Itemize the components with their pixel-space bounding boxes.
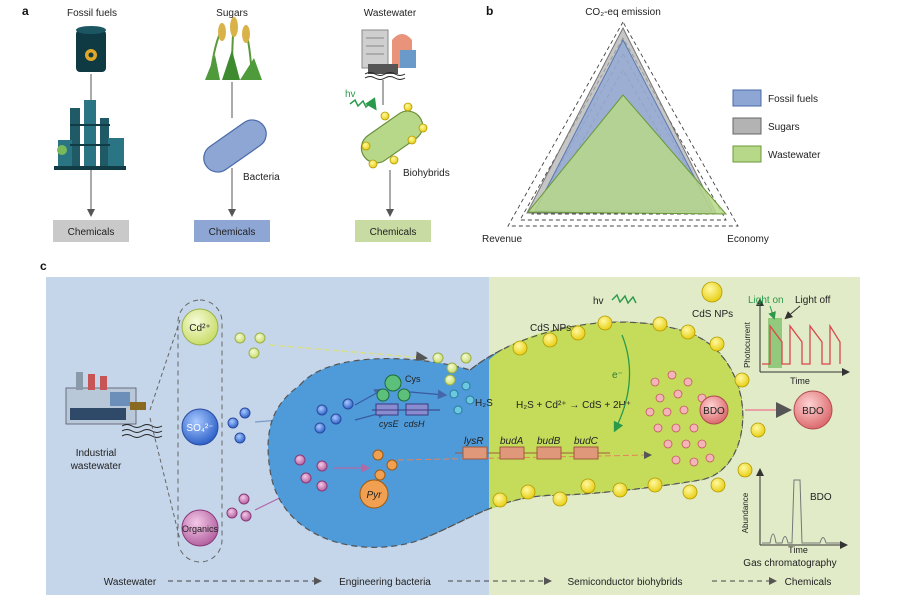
so4-ion: [181, 408, 219, 446]
gene-label-budb: budB: [537, 436, 561, 447]
so4-ion-label: SO₄²⁻: [186, 423, 213, 434]
legend-swatch-sugars: [732, 117, 762, 135]
biohybrid-icon: [360, 102, 428, 169]
flow-step-2: Engineering bacteria: [339, 577, 431, 588]
chromatography-title: Gas chromatography: [743, 558, 836, 569]
product-label-fossil: Chemicals: [68, 227, 115, 238]
legend-swatch-fossil: [732, 89, 762, 107]
factory-icon: [361, 29, 416, 80]
cd-flow-arrow: [269, 344, 428, 364]
gene-box-lysr: [462, 446, 488, 460]
light-wave-icon-c: [611, 293, 637, 305]
light-off-label: Light off: [795, 295, 831, 306]
legend-label-fossil: Fossil fuels: [768, 94, 818, 105]
cys-label: Cys: [405, 374, 421, 384]
electron-arrow: [613, 334, 631, 433]
photocurrent-xlabel: Time: [790, 376, 810, 386]
gene-box-buda: [499, 446, 525, 460]
axis-left-label: Revenue: [482, 234, 522, 245]
bdo-inside: [699, 395, 729, 425]
cds-nanoparticles: [492, 281, 766, 508]
industrial-label-2: wastewater: [70, 461, 122, 472]
photocurrent-ylabel: Photocurrent: [743, 321, 752, 368]
legend-label-sugars: Sugars: [768, 122, 800, 133]
panel-c: c Industrial wastewater Cd²⁺ SO₄²⁻ Organ…: [40, 259, 860, 595]
product-label-wastewater: Chemicals: [370, 227, 417, 238]
flow-step-4: Chemicals: [785, 577, 832, 588]
cd-ion: [181, 308, 219, 346]
flow-step-3: Semiconductor biohybrids: [567, 577, 682, 588]
product-box-sugars: [194, 220, 270, 242]
legend-swatch-wastewater: [732, 145, 762, 163]
ion-group-outline: [177, 299, 223, 563]
industrial-label-1: Industrial: [76, 448, 117, 459]
product-box-wastewater: [355, 220, 431, 242]
bdo-outside-label: BDO: [802, 406, 824, 417]
gene-box-budc: [573, 446, 599, 460]
mid-label-biohybrids: Biohybrids: [403, 168, 450, 179]
cds-label-1: CdS NPs: [530, 323, 571, 334]
chromatogram-trace: [762, 479, 840, 544]
axis-right-label: Economy: [727, 234, 769, 245]
axis-top-label: CO₂-eq emission: [585, 7, 661, 18]
reaction-label: H₂S + Cd²⁺ → CdS + 2H⁺: [516, 400, 631, 411]
source-label-fossil: Fossil fuels: [67, 8, 117, 19]
cd-internal: [432, 352, 472, 386]
light-on-label: Light on: [748, 295, 784, 306]
hv-label-a: hv: [345, 89, 356, 100]
h2s-label: H₂S: [475, 398, 493, 409]
organic-molecules: [226, 493, 252, 522]
chromatography-inset: Abundance Time BDO Gas chromatography: [741, 468, 848, 569]
photocurrent-inset: Photocurrent Time Light on Light off: [743, 295, 850, 386]
gene-label-cyse: cysE: [379, 419, 400, 429]
h2s-molecules: [449, 381, 475, 415]
mid-label-bacteria: Bacteria: [243, 172, 280, 183]
legend-label-wastewater: Wastewater: [768, 150, 821, 161]
so4-internal: [314, 398, 354, 434]
crop-plant-icon: [205, 17, 262, 80]
organics-ion-label: Organics: [182, 524, 219, 534]
product-label-sugars: Chemicals: [209, 227, 256, 238]
hv-label-c: hv: [593, 296, 604, 307]
product-box-fossil: [53, 220, 129, 242]
gene-label-lysr: lysR: [464, 436, 483, 447]
gene-box-budb: [536, 446, 562, 460]
photocurrent-trace: [762, 323, 841, 365]
bdo-inside-label: BDO: [703, 406, 725, 417]
cds-label-2: CdS NPs: [692, 309, 733, 320]
cd-molecules: [234, 332, 266, 359]
industrial-factory-icon: [65, 372, 163, 438]
bacteria-icon: [203, 119, 267, 173]
source-label-sugars: Sugars: [216, 8, 248, 19]
panel-b-letter: b: [486, 4, 493, 18]
chromatography-ylabel: Abundance: [741, 492, 750, 533]
gene-label-budc: budC: [574, 436, 599, 447]
so4-molecules: [227, 407, 251, 444]
source-label-wastewater: Wastewater: [364, 8, 417, 19]
gene-label-buda: budA: [500, 436, 524, 447]
pyr-label: Pyr: [367, 490, 383, 501]
chromatography-xlabel: Time: [788, 545, 808, 555]
chromatography-peak-label: BDO: [810, 492, 832, 503]
panel-c-letter: c: [40, 259, 47, 273]
organics-ion: [181, 509, 219, 547]
bdo-molecules: [645, 370, 715, 467]
panel-a-letter: a: [22, 4, 29, 18]
light-wave-icon: [349, 97, 377, 111]
refinery-icon: [54, 100, 126, 170]
pyr-cluster: [359, 449, 398, 509]
electron-label: e⁻: [612, 370, 623, 381]
organics-internal: [294, 454, 328, 492]
cell-body-green: [489, 321, 743, 510]
panel-a: a Fossil fuels Chemicals Sugars: [22, 4, 450, 242]
oil-barrel-icon: [76, 26, 106, 72]
radar-area-wastewater: [526, 94, 728, 215]
cys-cluster: [376, 374, 411, 402]
panel-b: b CO₂-eq emission Revenue Economy Fossil…: [482, 4, 821, 245]
gene-label-cdsh: cdsH: [404, 419, 425, 429]
cd-ion-label: Cd²⁺: [189, 323, 210, 334]
flow-step-1: Wastewater: [104, 577, 157, 588]
bdo-outside: [793, 390, 833, 430]
